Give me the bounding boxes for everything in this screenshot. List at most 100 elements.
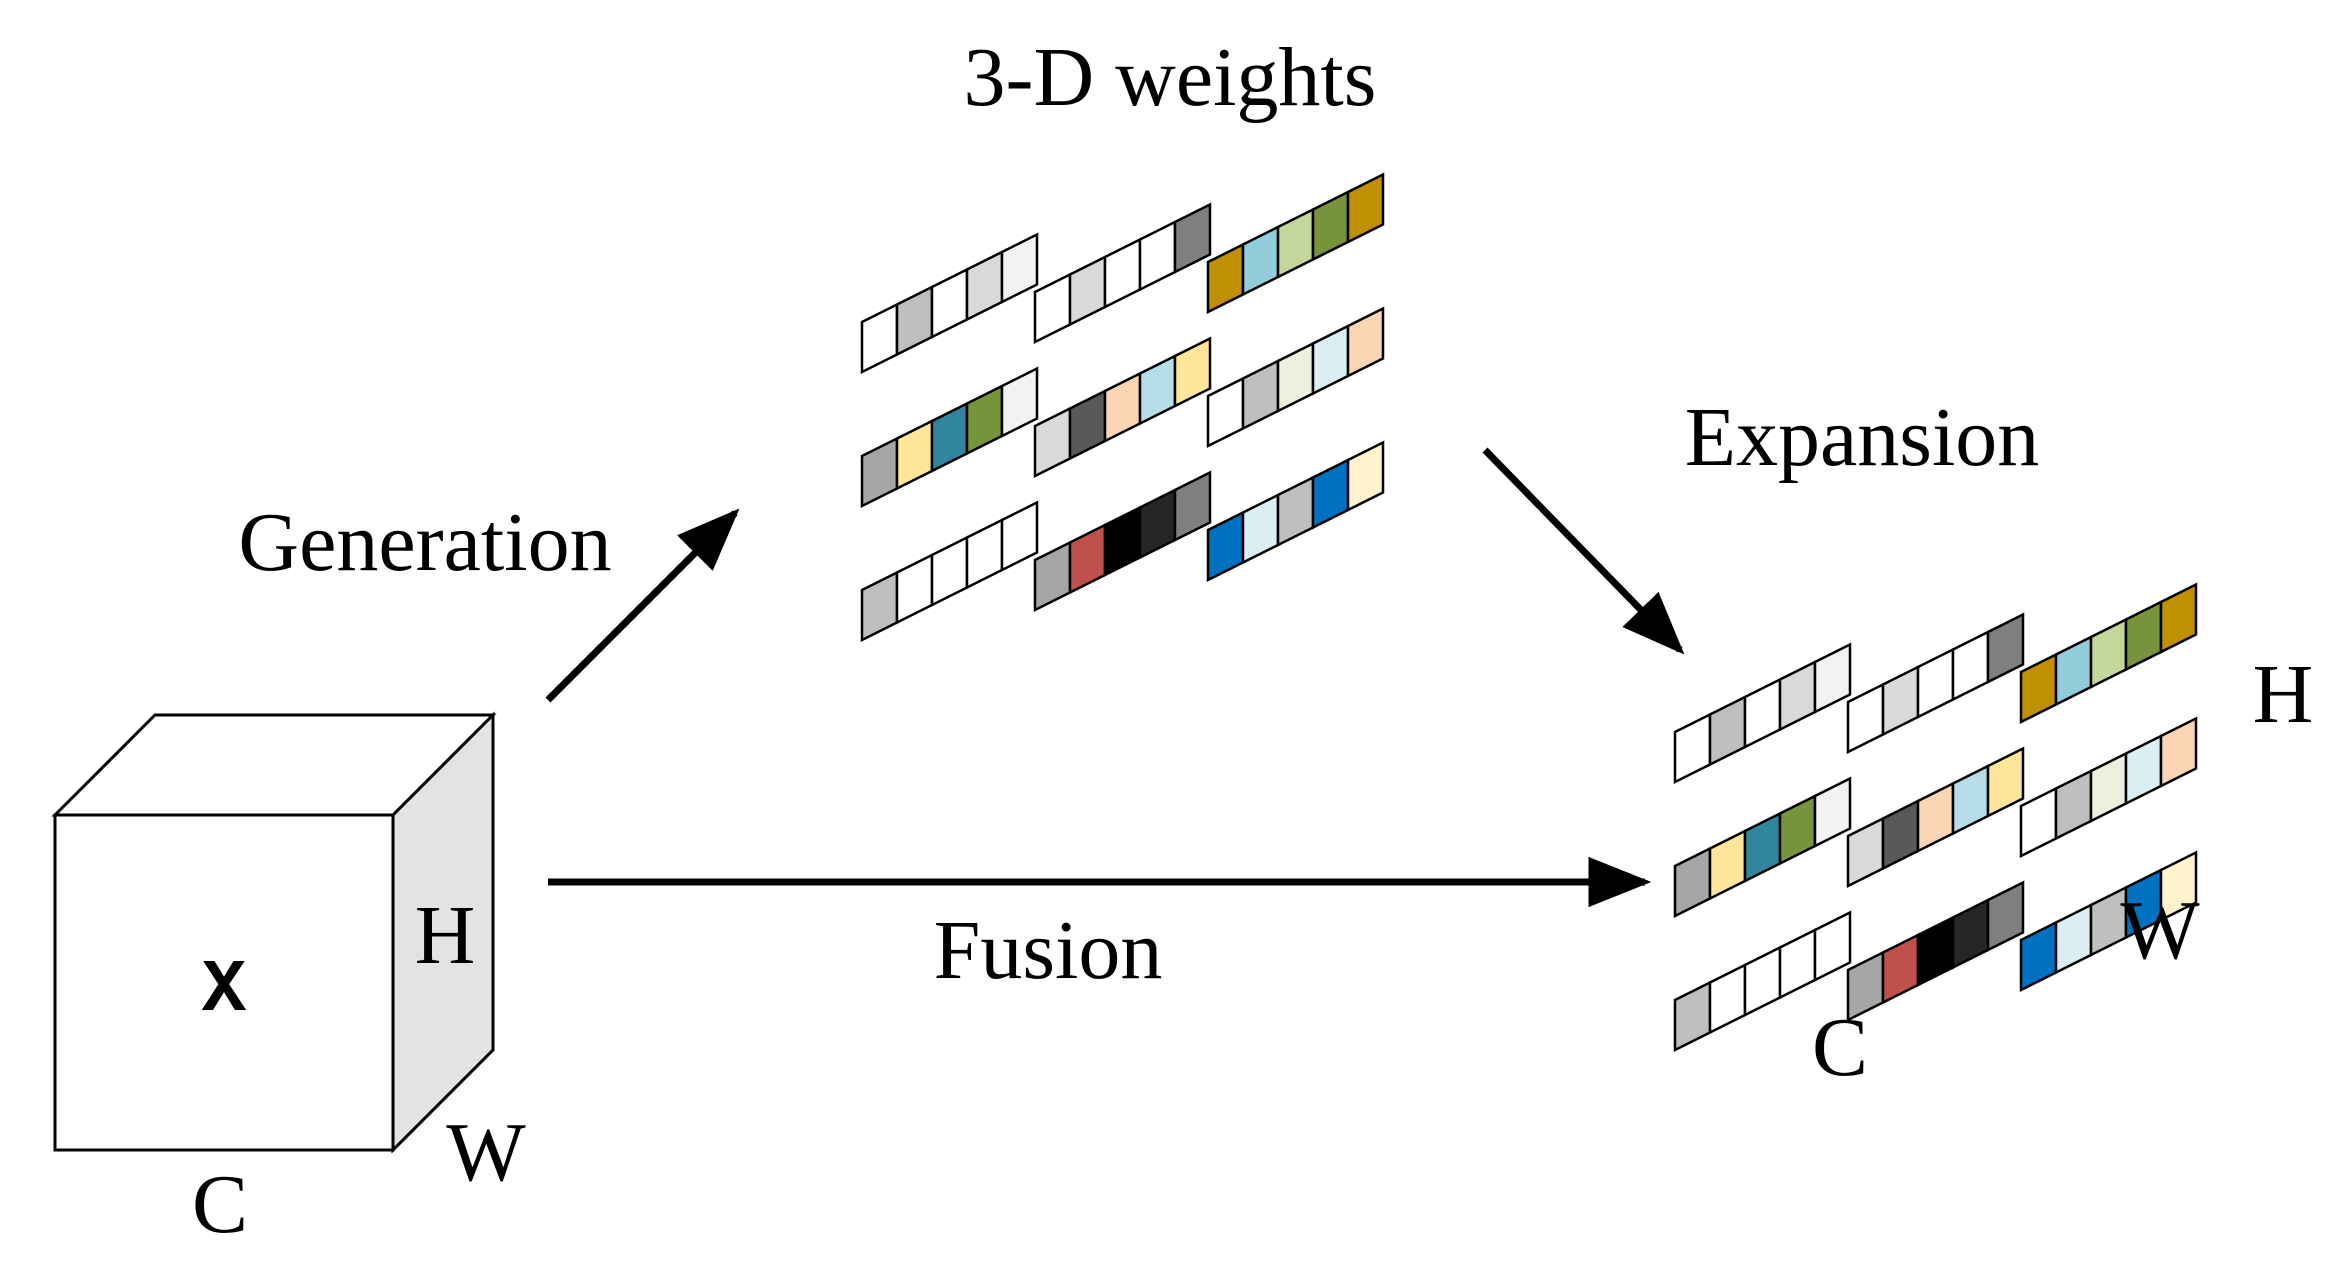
expanded-weights-group [1673,582,2198,1053]
expanded-weight-cell [1916,781,1955,854]
weight-strip [1033,202,1212,345]
expanded-weight-cell [1881,932,1920,1005]
weight-cell [965,249,1004,322]
expanded-weight-strip [1673,910,1852,1053]
weight-cell [1311,323,1350,396]
weight-cell [1103,371,1142,444]
arrows [545,447,1685,908]
cube-w-label: W [446,1106,526,1199]
weight-cell [1033,540,1072,613]
expanded-weight-cell [1673,712,1712,785]
expanded-weight-strip [1673,776,1852,919]
expanded-weight-strip [2019,582,2198,725]
weight-cell [1241,492,1280,565]
expanded-weight-cell [1778,793,1817,866]
weight-cell [860,436,899,509]
weight-cell [1311,189,1350,262]
weight-cell [1241,224,1280,297]
expanded-weight-cell [1673,846,1712,919]
fusion-label: Fusion [934,904,1163,997]
weight-cell [1000,232,1039,305]
expanded-weight-cell [1846,816,1885,889]
weight-strip [1033,470,1212,613]
weight-cell [895,552,934,625]
expansion-label: Expansion [1685,391,2040,484]
expanded-weight-strip [1846,612,2025,755]
weight-cell [1276,207,1315,280]
weight-strip [860,232,1039,375]
weight-cell [1206,376,1245,449]
expanded-weight-cell [1951,897,1990,970]
weight-strip [1206,172,1385,315]
expanded-weight-strip [1846,746,2025,889]
weight-cell [1103,505,1142,578]
weight-cell [1173,202,1212,275]
weight-cell [930,535,969,608]
expanded-weight-cell [1778,659,1817,732]
weight-cell [860,570,899,643]
weight-cell [1346,306,1385,379]
cube-front-face [53,813,395,1152]
output-c-label: C [1812,1001,1868,1094]
weight-cell [1346,172,1385,245]
expanded-weight-cell [1916,915,1955,988]
expanded-weight-cell [2054,634,2093,707]
weights-group [860,172,1385,643]
weight-cell [930,267,969,340]
weight-cell [1241,358,1280,431]
weight-cell [965,383,1004,456]
expanded-weight-cell [1813,776,1852,849]
expanded-weight-cell [1881,798,1920,871]
title-label: 3-D weights [964,31,1377,124]
weight-strip [1206,306,1385,449]
expanded-weight-cell [2019,652,2058,725]
expanded-weight-cell [2124,599,2163,672]
expanded-weight-cell [2159,716,2198,789]
weight-cell [1346,440,1385,513]
expanded-weight-cell [1708,962,1747,1035]
weight-cell [1000,500,1039,573]
weight-cell [1206,242,1245,315]
output-h-label: H [2253,648,2314,741]
weight-strip [1033,336,1212,479]
weight-strip [860,366,1039,509]
expanded-weight-cell [2019,920,2058,993]
expanded-weight-cell [1778,927,1817,1000]
expanded-weight-cell [1813,910,1852,983]
input-feature-cube: X H W C [51,711,526,1251]
expanded-weight-cell [1986,612,2025,685]
expanded-weight-cell [1951,629,1990,702]
weight-cell [1138,219,1177,292]
expanded-weight-strip [2019,716,2198,859]
expanded-weight-cell [1743,677,1782,750]
cube-c-label: C [192,1158,248,1251]
weight-cell [1068,254,1107,327]
expanded-weight-strip [2019,850,2198,993]
weight-cell [1173,336,1212,409]
expanded-weight-cell [2124,733,2163,806]
weight-cell [1276,341,1315,414]
expanded-weight-cell [1916,647,1955,720]
cube-h-label: H [415,889,476,982]
weight-cell [1173,470,1212,543]
weight-cell [1138,353,1177,426]
weight-strip [860,500,1039,643]
expanded-weight-cell [1986,746,2025,819]
weight-cell [1033,272,1072,345]
weight-cell [930,401,969,474]
weight-cell [1276,475,1315,548]
weight-cell [1206,510,1245,583]
expanded-weight-cell [1846,682,1885,755]
expanded-weight-cell [2159,582,2198,655]
weight-cell [1103,237,1142,310]
generation-arrow [545,508,740,703]
expanded-weight-strip [1846,880,2025,1023]
expanded-weight-cell [2159,850,2198,923]
weight-cell [1068,522,1107,595]
weight-cell [1311,457,1350,530]
expanded-weight-cell [2054,768,2093,841]
weight-cell [1068,388,1107,461]
expanded-weight-cell [1813,642,1852,715]
expanded-weight-cell [1986,880,2025,953]
